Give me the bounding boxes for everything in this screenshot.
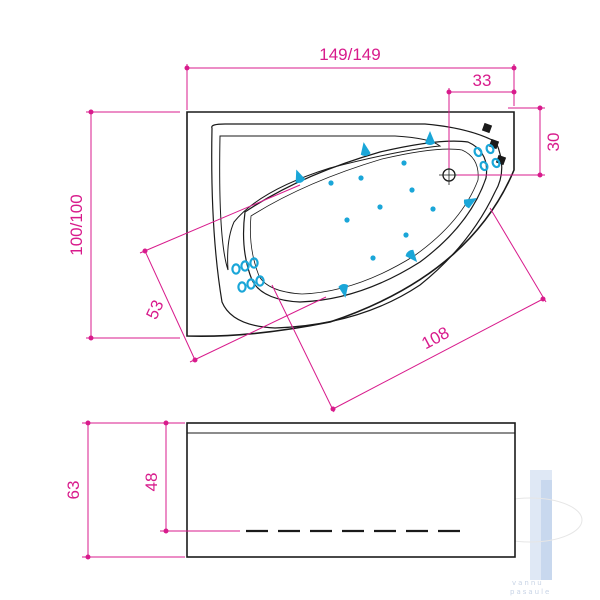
top-view: 149/149 33 30 100/100 53 108 xyxy=(67,45,563,413)
tub-outer-outline xyxy=(186,111,515,338)
dim-label-total-height: 63 xyxy=(64,481,83,500)
dim-label-overall-width: 149/149 xyxy=(319,45,380,64)
water-jet-icon xyxy=(463,198,477,209)
air-jet-icon xyxy=(377,204,383,210)
dim-line-inner-width xyxy=(144,250,196,361)
dim-extension xyxy=(189,296,327,363)
dim-extension xyxy=(139,184,301,254)
dim-dot xyxy=(88,335,94,341)
dim-label-overall-depth: 100/100 xyxy=(67,194,86,255)
dim-label-body-height: 48 xyxy=(142,473,161,492)
tub-inner-upper xyxy=(219,135,442,271)
air-jet-icon xyxy=(344,217,350,223)
air-jet-icon xyxy=(358,175,364,181)
back-jet-icon xyxy=(491,157,501,169)
dim-dot xyxy=(163,528,169,534)
side-view: 63 48 xyxy=(64,420,516,560)
air-jet-icon xyxy=(430,206,436,212)
control-button-1 xyxy=(481,122,493,134)
watermark-text-1: vannu xyxy=(512,579,544,587)
back-jet-icon xyxy=(246,278,256,290)
back-jets-left xyxy=(231,257,265,293)
dim-extension xyxy=(271,284,335,413)
dim-label-inner-width: 53 xyxy=(142,297,167,322)
dim-extension xyxy=(489,207,547,303)
back-jet-icon xyxy=(240,260,250,272)
air-jets xyxy=(328,160,436,261)
dim-dot xyxy=(537,172,543,178)
air-jet-icon xyxy=(328,180,334,186)
dim-label-drain-x: 33 xyxy=(473,71,492,90)
dim-dot xyxy=(85,420,91,426)
back-jet-icon xyxy=(231,263,241,275)
air-jet-icon xyxy=(403,232,409,238)
back-jet-icon xyxy=(473,146,483,158)
water-jet-icon xyxy=(338,283,349,298)
water-jet-icon xyxy=(360,142,371,157)
back-jet-icon xyxy=(237,281,247,293)
side-panel-outline xyxy=(186,422,516,558)
dim-dot xyxy=(446,89,452,95)
top-view-dimensions xyxy=(86,64,547,413)
dim-dot xyxy=(330,406,336,412)
dim-dot xyxy=(85,554,91,560)
water-jet-icon xyxy=(295,169,306,184)
tub-basin-inner xyxy=(249,148,479,295)
watermark-bar-dark xyxy=(541,480,552,580)
dim-dot xyxy=(511,89,517,95)
dim-dot xyxy=(540,296,546,302)
dim-label-drain-y: 30 xyxy=(544,133,563,152)
dim-dot xyxy=(537,105,543,111)
dim-dot xyxy=(163,420,169,426)
watermark-text-2: pasaule xyxy=(510,588,551,596)
dim-dot xyxy=(184,65,190,71)
tub-rim-outline xyxy=(211,123,503,329)
back-jet-icon xyxy=(249,257,259,269)
back-jet-icon xyxy=(255,275,265,287)
dim-dot xyxy=(511,65,517,71)
back-jet-icon xyxy=(485,143,495,155)
back-jet-icon xyxy=(479,160,489,172)
tub-basin-main xyxy=(242,140,488,303)
back-jets-right xyxy=(473,143,501,172)
air-jet-icon xyxy=(401,160,407,166)
water-jet-icon xyxy=(425,131,435,145)
dim-dot xyxy=(88,109,94,115)
dim-dot xyxy=(192,357,198,363)
water-jets xyxy=(295,131,477,298)
dim-dot xyxy=(142,248,148,254)
water-jet-icon xyxy=(405,249,418,263)
dim-line-inner-length xyxy=(332,298,544,410)
air-jet-icon xyxy=(370,255,376,261)
side-view-dimensions xyxy=(82,420,240,560)
air-jet-icon xyxy=(409,187,415,193)
